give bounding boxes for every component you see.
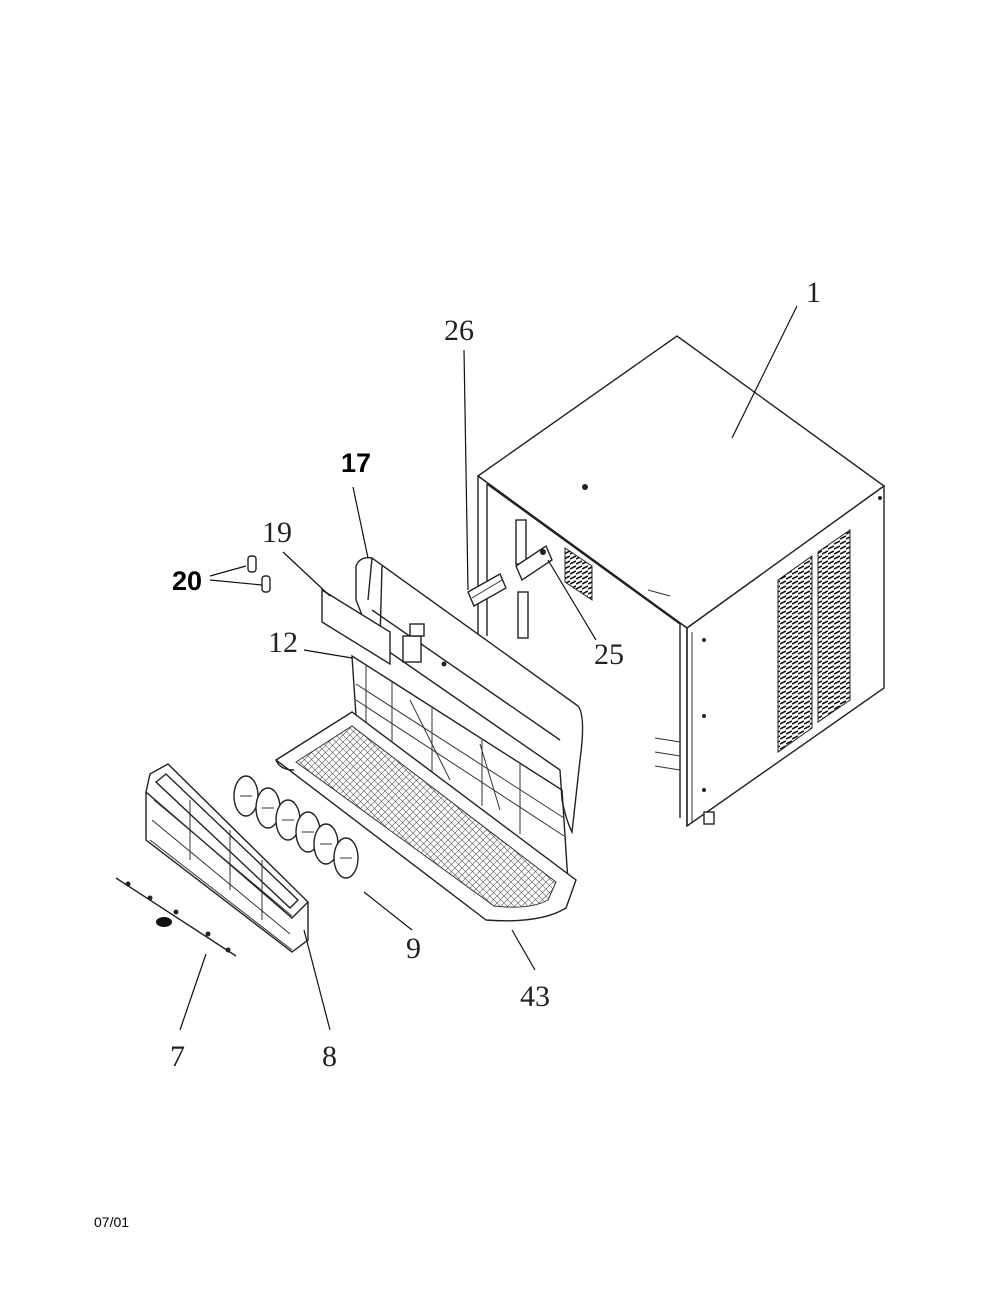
leader-lines <box>179 305 798 1031</box>
louver-grille-part <box>145 763 309 953</box>
label-part <box>321 588 391 666</box>
callout-1: 1 <box>806 276 821 309</box>
footer-code: 07/01 <box>94 1214 129 1230</box>
callout-43: 43 <box>520 980 550 1013</box>
callout-8: 8 <box>322 1040 337 1073</box>
callout-17: 17 <box>341 448 371 478</box>
base-tray-part <box>274 711 577 922</box>
callout-12: 12 <box>268 626 298 659</box>
front-panel-part <box>355 556 584 835</box>
linkage-rod-part <box>115 877 237 957</box>
callout-19: 19 <box>262 516 292 549</box>
callout-7: 7 <box>170 1040 185 1073</box>
callout-labels: 1 26 17 19 20 12 25 9 43 7 8 <box>170 276 821 1073</box>
clips-part <box>247 555 271 593</box>
cabinet-part <box>476 335 886 828</box>
callout-20: 20 <box>172 566 202 596</box>
callout-26: 26 <box>444 314 474 347</box>
callout-9: 9 <box>406 932 421 965</box>
side-bracket-part <box>467 573 507 607</box>
louver-discs-part <box>233 775 359 879</box>
interior-bracket-part <box>515 519 593 639</box>
callout-25: 25 <box>594 638 624 671</box>
